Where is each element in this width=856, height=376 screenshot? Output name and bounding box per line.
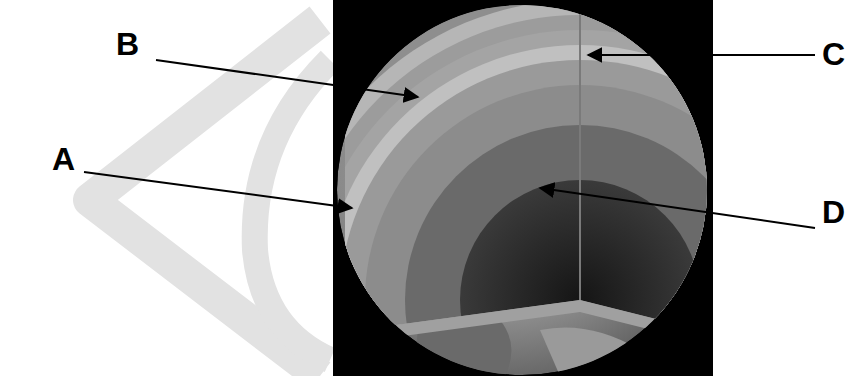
leader-line (540, 188, 815, 228)
part-label: C (822, 38, 845, 70)
part-label: B (116, 28, 139, 60)
leader-line (588, 54, 815, 56)
earth-globe (250, 0, 856, 376)
leader-line (156, 60, 418, 97)
leader-line (84, 172, 352, 208)
part-label: A (52, 143, 75, 175)
watermark-shape (90, 20, 330, 376)
leader-lines (84, 55, 815, 228)
part-label: D (822, 196, 845, 228)
